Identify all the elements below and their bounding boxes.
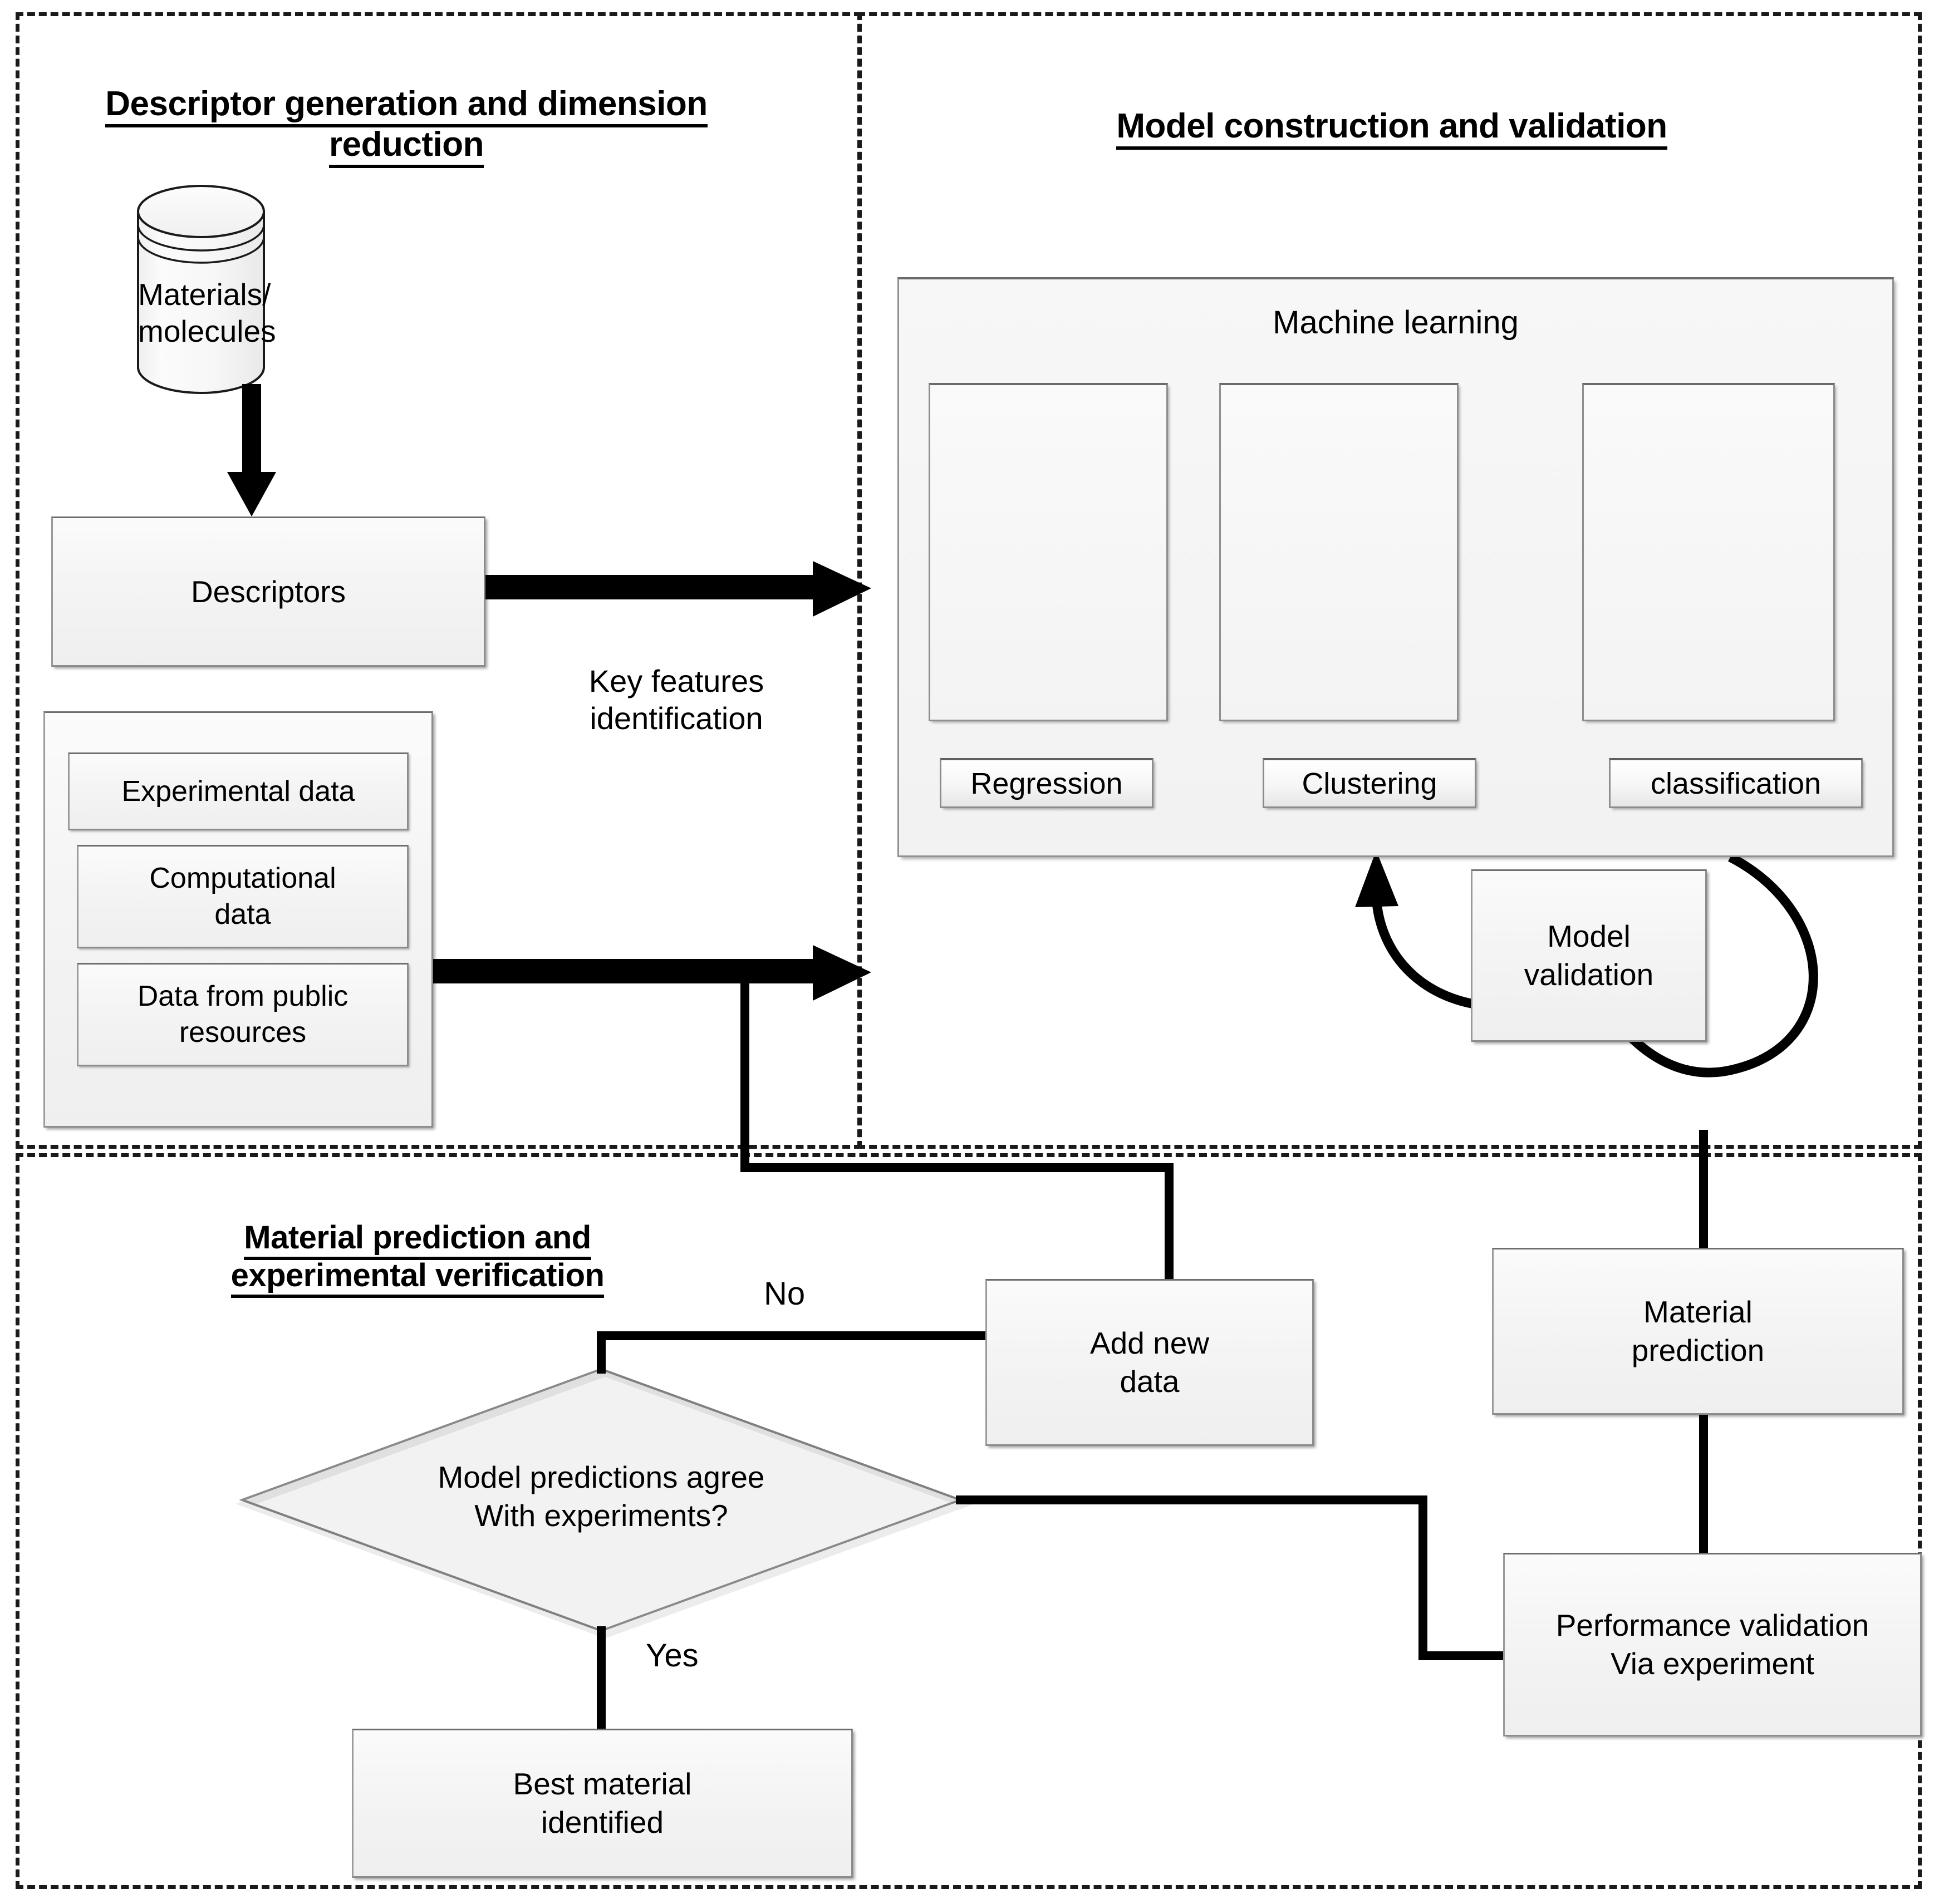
ml-caption-regression-label: Regression <box>970 766 1123 800</box>
ml-caption-regression: Regression <box>940 758 1153 808</box>
edge-label-key-features-line1: Key features <box>588 663 764 698</box>
edge-label-yes: Yes <box>646 1636 699 1675</box>
connector-data-to-add-new-data <box>740 967 1174 1283</box>
arrow-data-to-ml <box>429 945 871 1001</box>
material-prediction-line2: prediction <box>1631 1333 1765 1367</box>
performance-validation-box[interactable]: Performance validation Via experiment <box>1503 1553 1922 1736</box>
ml-caption-clustering: Clustering <box>1263 758 1476 808</box>
add-new-data-box[interactable]: Add new data <box>985 1279 1314 1446</box>
descriptors-box[interactable]: Descriptors <box>51 516 485 667</box>
descriptors-label: Descriptors <box>190 574 346 609</box>
best-material-box[interactable]: Best material identified <box>352 1729 853 1878</box>
machine-learning-title: Machine learning <box>899 304 1892 341</box>
decision-diamond-label: Model predictions agree With experiments… <box>334 1458 868 1535</box>
database-label-line2: molecules <box>138 314 276 348</box>
ml-subpanel-regression[interactable] <box>929 383 1168 721</box>
edge-label-key-features-line2: identification <box>590 701 763 736</box>
data-source-public-line2: resources <box>179 1016 307 1049</box>
edge-label-no: No <box>764 1275 805 1313</box>
section-title-prediction-line2: experimental verification <box>230 1257 605 1298</box>
ml-subpanel-clustering[interactable] <box>1219 383 1459 721</box>
curved-arrow-validation-to-ml <box>1355 850 1493 1011</box>
edge-label-key-features: Key features identification <box>532 662 821 737</box>
connector-no-branch <box>597 1331 990 1374</box>
best-material-line2: identified <box>541 1805 664 1839</box>
ml-subpanel-classification[interactable] <box>1582 383 1835 721</box>
decision-diamond-line2: With experiments? <box>474 1498 728 1533</box>
section-title-model-text: Model construction and validation <box>1116 107 1667 150</box>
ml-caption-classification: classification <box>1609 758 1863 808</box>
performance-validation-line1: Performance validation <box>1555 1608 1869 1643</box>
section-title-descriptor-line1: Descriptor generation and dimension <box>105 85 708 127</box>
data-source-experimental[interactable]: Experimental data <box>68 752 409 830</box>
data-source-computational-line2: data <box>214 898 271 931</box>
data-source-public-line1: Data from public <box>137 980 348 1012</box>
database-node[interactable]: Materials/ molecules <box>138 239 276 390</box>
database-cylinder-icon <box>137 185 265 394</box>
ml-caption-clustering-label: Clustering <box>1302 766 1437 800</box>
data-source-experimental-label: Experimental data <box>121 775 355 808</box>
section-frame-prediction <box>16 1153 1922 1889</box>
material-prediction-box[interactable]: Material prediction <box>1492 1248 1904 1415</box>
section-title-model: Model construction and validation <box>946 106 1837 150</box>
arrow-database-to-descriptors <box>227 384 276 516</box>
section-title-prediction-line1: Material prediction and <box>244 1219 591 1260</box>
machine-learning-title-text: Machine learning <box>1273 304 1519 341</box>
section-title-descriptor: Descriptor generation and dimension redu… <box>84 83 729 169</box>
data-source-computational-line1: Computational <box>149 862 336 894</box>
best-material-line1: Best material <box>513 1767 692 1802</box>
add-new-data-line1: Add new <box>1089 1326 1210 1361</box>
section-title-descriptor-line2: reduction <box>329 125 484 169</box>
data-source-computational[interactable]: Computational data <box>77 845 409 948</box>
add-new-data-line2: data <box>1120 1364 1180 1399</box>
performance-validation-line2: Via experiment <box>1611 1646 1814 1681</box>
ml-caption-classification-label: classification <box>1650 766 1822 800</box>
data-source-public[interactable]: Data from public resources <box>77 963 409 1066</box>
edge-label-yes-text: Yes <box>646 1637 699 1674</box>
connector-diamond-to-performance <box>956 1495 1508 1660</box>
section-frame-model <box>857 12 1922 1149</box>
database-label-line1: Materials/ <box>138 277 271 312</box>
model-validation-box[interactable]: Model validation <box>1471 869 1707 1042</box>
model-validation-line1: Model <box>1547 919 1631 954</box>
edge-label-no-text: No <box>764 1276 806 1312</box>
material-prediction-line1: Material <box>1643 1295 1753 1330</box>
decision-diamond-line1: Model predictions agree <box>438 1460 765 1494</box>
arrow-descriptors-to-ml <box>485 561 871 617</box>
section-title-prediction: Material prediction and experimental ver… <box>178 1219 657 1298</box>
model-validation-line2: validation <box>1524 957 1654 992</box>
